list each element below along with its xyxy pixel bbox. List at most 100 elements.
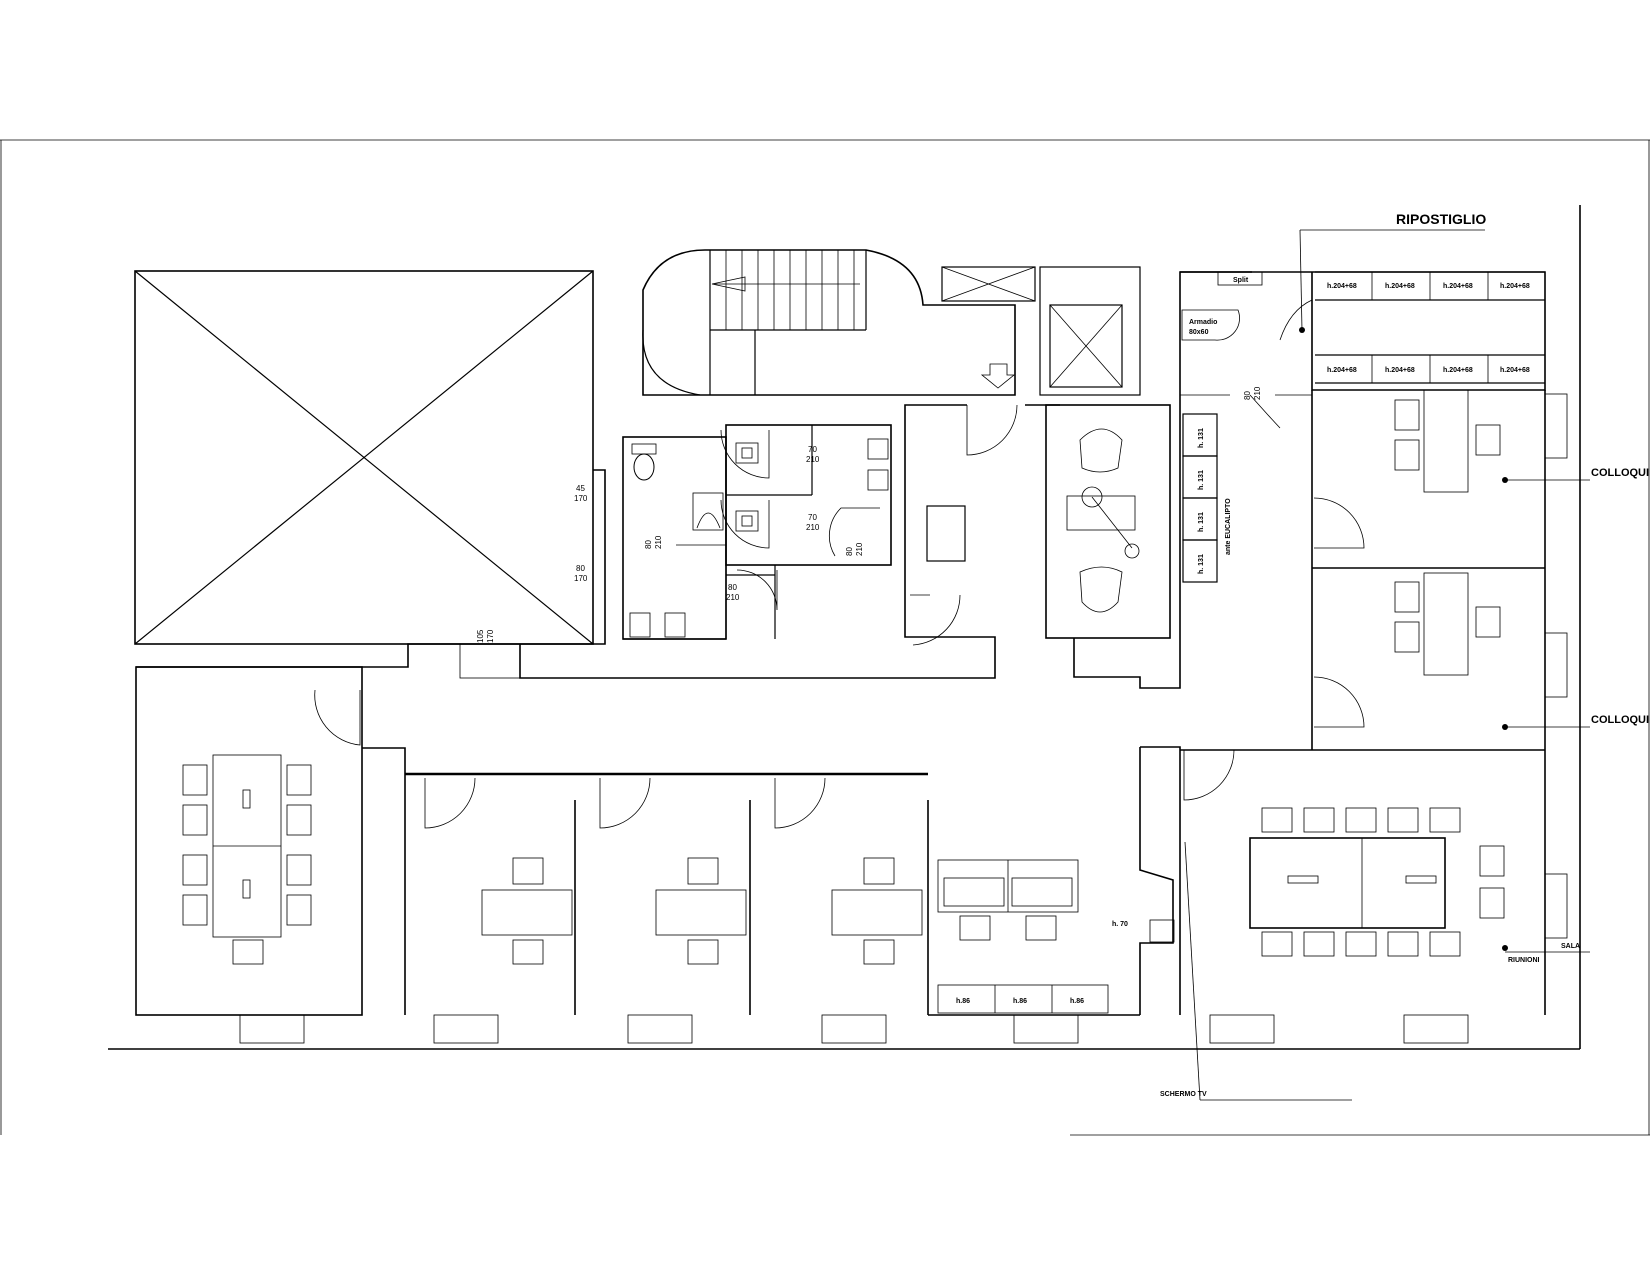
svg-text:170: 170 (574, 494, 588, 503)
chair-icon (1475, 424, 1501, 456)
colloqui-label-2: COLLOQUI (1591, 714, 1649, 726)
ante-eucalipto-label: ante EUCALIPTO (1225, 498, 1232, 555)
wardrobe-top-label: h.204+68 (1443, 283, 1473, 290)
armchair-icon (1079, 428, 1123, 473)
offices-row (362, 747, 929, 1015)
svg-text:210: 210 (654, 535, 663, 549)
svg-text:70: 70 (808, 445, 817, 454)
wardrobe-labels: h.204+68 h.204+68 h.204+68 h.204+68 h.20… (1327, 283, 1530, 374)
colloqui-label-1: COLLOQUI (1591, 467, 1649, 479)
bathroom-block (622, 424, 892, 640)
riunioni-label: RIUNIONI (1508, 957, 1540, 964)
south-windows (239, 643, 1469, 1044)
cabinets-h131: h. 131 h. 131 h. 131 h. 131 ante EUCALIP… (1182, 413, 1232, 583)
svg-text:210: 210 (855, 542, 864, 556)
sink-icon (867, 469, 889, 491)
window (1544, 873, 1568, 939)
svg-text:210: 210 (726, 593, 740, 602)
wardrobe-top-label: h.204+68 (1385, 283, 1415, 290)
svg-text:170: 170 (486, 629, 495, 643)
svg-text:80: 80 (728, 583, 737, 592)
sala-label: SALA (1561, 943, 1580, 950)
colloqui-offices: COLLOQUI COLLOQUI (1311, 389, 1649, 1015)
toilet-icon (735, 442, 759, 464)
ripostiglio-label: RIPOSTIGLIO (1396, 211, 1486, 227)
svg-text:210: 210 (806, 455, 820, 464)
svg-text:80: 80 (576, 564, 585, 573)
entrance-arrow-icon (980, 363, 1016, 389)
toilet-icon (631, 443, 657, 455)
sink-icon (664, 612, 686, 638)
armchair-icon (1079, 566, 1123, 613)
office-desk (655, 889, 747, 936)
waiting-area (1045, 271, 1252, 689)
svg-text:105: 105 (476, 629, 485, 643)
chair-icon (1394, 621, 1420, 653)
meeting-table (1249, 837, 1446, 929)
chair-icon (863, 857, 895, 885)
svg-text:80: 80 (1243, 391, 1252, 400)
window (1544, 632, 1568, 698)
ripostiglio-room: Split Armadio 80x60 RIPOSTIGLIO (1180, 211, 1546, 429)
split-label: Split (1233, 277, 1249, 284)
wardrobe-top-label: h.204+68 (1500, 283, 1530, 290)
svg-text:210: 210 (806, 523, 820, 532)
chair-icon (1475, 606, 1501, 638)
chair-icon (687, 939, 719, 965)
street-line (108, 205, 1581, 1050)
courtyard-void (134, 270, 594, 645)
opening-labels: 45 170 80 170 105 170 70 210 70 210 80 2… (476, 386, 1262, 643)
office-desk (481, 889, 573, 936)
drawing-frame (0, 139, 1650, 1136)
toilet-icon (735, 510, 759, 532)
armadio-unit (1181, 309, 1240, 341)
west-meeting-room (135, 666, 363, 1016)
svg-text:80: 80 (845, 547, 854, 556)
chair-icon (1394, 399, 1420, 431)
wardrobe-bottom-label: h.204+68 (1327, 367, 1357, 374)
office-desk (831, 889, 923, 936)
wardrobe-bottom-label: h.204+68 (1443, 367, 1473, 374)
basin-icon (692, 492, 724, 531)
svg-text:210: 210 (1253, 386, 1262, 400)
copy-area: h.86 h.86 h.86 (928, 859, 1140, 1016)
cabinet-h86-label: h.86 (1070, 998, 1084, 1005)
schermo-tv-label: SCHERMO TV (1160, 1091, 1207, 1098)
coffee-table (1066, 495, 1136, 531)
desk (1423, 572, 1469, 676)
meeting-room: h. 70 SCHERMO TV SALA RIUNIONI (1112, 746, 1590, 1101)
chair-icon (1025, 915, 1057, 941)
chair-icon (863, 939, 895, 965)
chair-icon (687, 857, 719, 885)
cabinet-label: h. 131 (1198, 470, 1205, 490)
chair-icon (512, 939, 544, 965)
meeting-chairs (1261, 807, 1505, 957)
chair-icon (1394, 581, 1420, 613)
west-chairs (182, 764, 312, 965)
window (1544, 393, 1568, 459)
cabinet-label: h. 131 (1198, 554, 1205, 574)
svg-text:70: 70 (808, 513, 817, 522)
chair-icon (959, 915, 991, 941)
shafts (941, 266, 1141, 396)
cabinet-h86-label: h.86 (1013, 998, 1027, 1005)
cabinet-label: h. 131 (1198, 512, 1205, 532)
svg-text:170: 170 (574, 574, 588, 583)
chair-icon (512, 857, 544, 885)
low-cabinets (937, 984, 1109, 1014)
sink-icon (867, 438, 889, 460)
desk (1423, 389, 1469, 493)
sink-icon (629, 612, 651, 638)
wardrobe-bottom-label: h.204+68 (1385, 367, 1415, 374)
staircase (642, 249, 1016, 396)
h70-label: h. 70 (1112, 921, 1128, 928)
corridor-walls (136, 404, 1060, 679)
svg-text:80: 80 (644, 540, 653, 549)
armadio-label-1: Armadio (1189, 319, 1217, 326)
svg-text:45: 45 (576, 484, 585, 493)
cabinet-h86-label: h.86 (956, 998, 970, 1005)
split-unit (1217, 271, 1263, 286)
wardrobe-top-label: h.204+68 (1327, 283, 1357, 290)
armadio-label-2: 80x60 (1189, 329, 1209, 336)
